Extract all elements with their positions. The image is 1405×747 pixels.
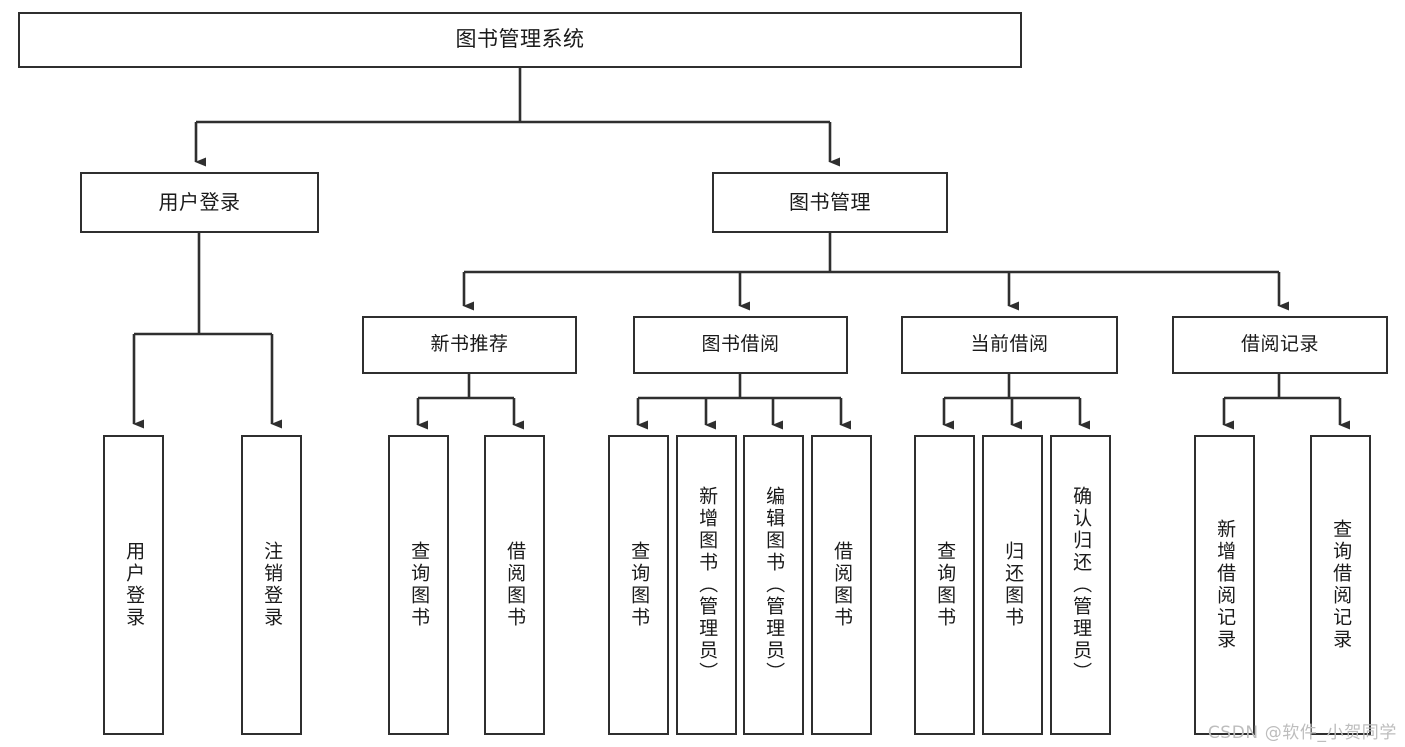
node-leaf-add-record[interactable]: 新增借阅记录 xyxy=(1194,435,1255,735)
node-leaf-borrow-book-1[interactable]: 借阅图书 xyxy=(484,435,545,735)
node-book-borrow[interactable]: 图书借阅 xyxy=(633,316,848,374)
node-leaf-query-record[interactable]: 查询借阅记录 xyxy=(1310,435,1371,735)
node-label: 用户登录 xyxy=(158,190,241,215)
node-label: 查询借阅记录 xyxy=(1330,519,1353,651)
node-leaf-query-book-2[interactable]: 查询图书 xyxy=(608,435,669,735)
node-current-borrow[interactable]: 当前借阅 xyxy=(901,316,1118,374)
node-label: 查询图书 xyxy=(408,541,431,629)
node-label: 当前借阅 xyxy=(970,333,1049,356)
node-user-login[interactable]: 用户登录 xyxy=(80,172,319,233)
node-label: 编辑图书（管理员） xyxy=(763,486,786,684)
node-label: 确认归还（管理员） xyxy=(1070,486,1093,684)
node-label: 借阅图书 xyxy=(831,541,854,629)
node-label: 借阅记录 xyxy=(1240,333,1319,356)
node-label: 归还图书 xyxy=(1002,541,1025,629)
node-leaf-add-book[interactable]: 新增图书（管理员） xyxy=(676,435,737,735)
node-label: 查询图书 xyxy=(628,541,651,629)
node-label: 新增借阅记录 xyxy=(1214,519,1237,651)
node-leaf-query-book-1[interactable]: 查询图书 xyxy=(388,435,449,735)
node-leaf-confirm-return[interactable]: 确认归还（管理员） xyxy=(1050,435,1111,735)
node-leaf-edit-book[interactable]: 编辑图书（管理员） xyxy=(743,435,804,735)
node-new-book-recommend[interactable]: 新书推荐 xyxy=(362,316,577,374)
node-label: 注销登录 xyxy=(261,541,284,629)
csdn-watermark: CSDN @软件_小贺同学 xyxy=(1207,723,1397,743)
node-leaf-return-book[interactable]: 归还图书 xyxy=(982,435,1043,735)
node-label: 图书管理 xyxy=(789,190,871,215)
node-leaf-logout-login[interactable]: 注销登录 xyxy=(241,435,302,735)
node-leaf-user-login[interactable]: 用户登录 xyxy=(103,435,164,735)
node-leaf-query-book-3[interactable]: 查询图书 xyxy=(914,435,975,735)
node-root-system[interactable]: 图书管理系统 xyxy=(18,12,1022,68)
node-label: 图书借阅 xyxy=(701,333,780,356)
node-leaf-borrow-book-2[interactable]: 借阅图书 xyxy=(811,435,872,735)
node-label: 图书管理系统 xyxy=(455,27,585,52)
node-label: 用户登录 xyxy=(123,541,146,629)
node-label: 新书推荐 xyxy=(430,333,509,356)
node-label: 借阅图书 xyxy=(504,541,527,629)
node-label: 新增图书（管理员） xyxy=(696,486,719,684)
node-book-manage[interactable]: 图书管理 xyxy=(712,172,948,233)
node-label: 查询图书 xyxy=(934,541,957,629)
node-borrow-record[interactable]: 借阅记录 xyxy=(1172,316,1388,374)
